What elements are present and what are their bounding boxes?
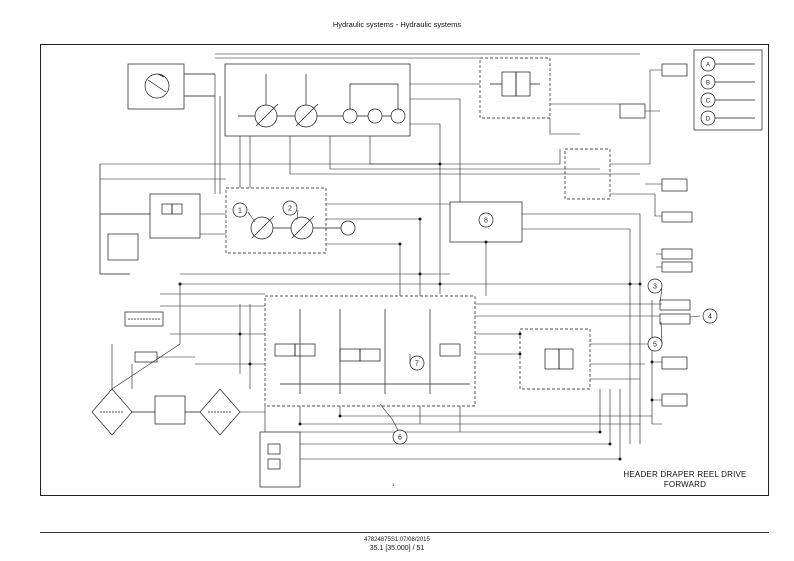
footer-document-reference: 47824875S1 07/08/2015 xyxy=(364,537,430,543)
callout-bubble-1 xyxy=(232,202,248,218)
callout-bubble-2 xyxy=(282,200,298,216)
junction-dots xyxy=(178,162,654,461)
footer-page-number: 35.1 [35.000] / 51 xyxy=(369,545,425,552)
callout-bubble-8 xyxy=(478,212,494,228)
bottom-left-valve xyxy=(259,431,301,488)
footer-divider xyxy=(40,532,769,533)
callout-label-4: 4 xyxy=(708,314,712,321)
reel-motor-symbol xyxy=(127,63,215,110)
legend-letter-b: B xyxy=(706,81,710,87)
right-cylinder-group xyxy=(564,63,693,407)
right-lower-valve xyxy=(519,328,591,390)
diagram-caption: HEADER DRAPER REEL DRIVE FORWARD xyxy=(610,470,760,490)
main-valve-manifold xyxy=(264,295,476,407)
callout-leaders xyxy=(247,209,701,435)
legend-letter-c: C xyxy=(706,99,711,105)
callout-label-8: 8 xyxy=(484,218,488,225)
page-header: Hydraulic systems - Hydraulic systems xyxy=(332,20,462,29)
legend-box xyxy=(693,49,763,131)
callout-bubble-4 xyxy=(702,308,718,324)
callout-label-5: 5 xyxy=(653,342,657,349)
callout-label-1: 1 xyxy=(238,208,242,215)
inner-reference: 1 xyxy=(392,482,395,487)
hydraulic-lines xyxy=(100,53,662,460)
pump-block-middle xyxy=(225,187,356,254)
pump-block-top xyxy=(224,63,411,137)
top-right-valve xyxy=(479,57,551,119)
left-valve-group xyxy=(99,164,201,363)
hydraulic-schematic: 1 2 3 4 5 6 7 8 A B C D xyxy=(91,49,763,488)
callout-label-2: 2 xyxy=(288,206,292,213)
caption-line-2: FORWARD xyxy=(663,480,707,489)
callout-bubble-5 xyxy=(647,336,663,352)
callout-label-6: 6 xyxy=(398,435,402,442)
legend-letter-a: A xyxy=(706,63,710,69)
callout-bubble-3 xyxy=(647,278,663,294)
callout-label-3: 3 xyxy=(653,284,657,291)
caption-line-1: HEADER DRAPER REEL DRIVE xyxy=(623,470,747,479)
filter-symbols xyxy=(91,388,241,436)
callout-bubbles xyxy=(232,200,718,445)
callout-bubble-7 xyxy=(409,355,425,371)
callout-bubble-6 xyxy=(392,429,408,445)
callout-label-7: 7 xyxy=(415,361,419,368)
legend-letter-d: D xyxy=(706,117,711,123)
diagram-frame xyxy=(40,44,769,496)
